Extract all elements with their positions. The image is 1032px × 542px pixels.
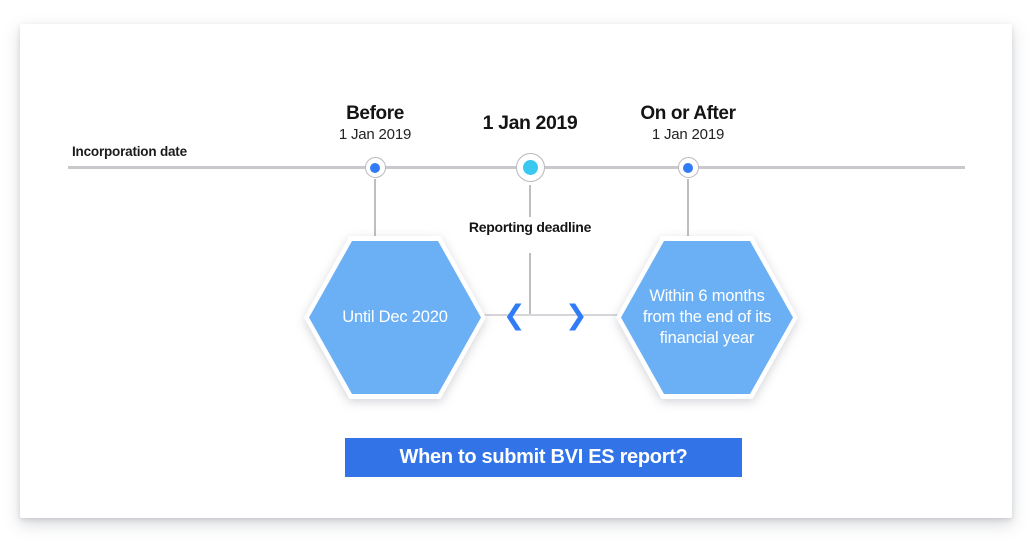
reporting-deadline-label: Reporting deadline [468, 219, 592, 235]
hexagon-right-text: Within 6 months from the end of its fina… [642, 287, 772, 347]
bottom-banner[interactable]: When to submit BVI ES report? [345, 438, 742, 477]
marker-on-or-after-subtitle: 1 Jan 2019 [651, 126, 725, 143]
hexagon-left-text: Until Dec 2020 [342, 308, 448, 326]
marker-on-date-drop-line-upper [529, 185, 531, 217]
hexagon-connector-line [475, 314, 650, 316]
incorporation-date-label: Incorporation date [72, 144, 187, 159]
marker-on-or-after-drop-line [687, 179, 689, 242]
marker-on-or-after-dot-icon[interactable] [677, 157, 699, 178]
slide-card: Incorporation date Before 1 Jan 2019 1 J… [20, 24, 1012, 518]
marker-on-date-drop-line-lower [529, 253, 531, 316]
marker-before-title: Before [346, 103, 404, 124]
chevron-left-icon: ❮ [503, 300, 526, 331]
bottom-banner-label: When to submit BVI ES report? [399, 446, 688, 468]
marker-before-drop-line [374, 179, 376, 242]
marker-on-date-title: 1 Jan 2019 [482, 112, 578, 134]
marker-before-subtitle: 1 Jan 2019 [338, 126, 412, 143]
marker-on-or-after-title: On or After [640, 103, 736, 124]
hexagon-right[interactable]: Within 6 months from the end of its fina… [616, 236, 798, 399]
chevron-right-icon: ❯ [565, 300, 588, 331]
marker-on-date-dot-icon[interactable] [515, 153, 545, 182]
marker-before-dot-icon[interactable] [364, 157, 386, 178]
hexagon-left[interactable]: Until Dec 2020 [304, 236, 486, 399]
hexagon-right-body: Within 6 months from the end of its fina… [621, 241, 793, 394]
